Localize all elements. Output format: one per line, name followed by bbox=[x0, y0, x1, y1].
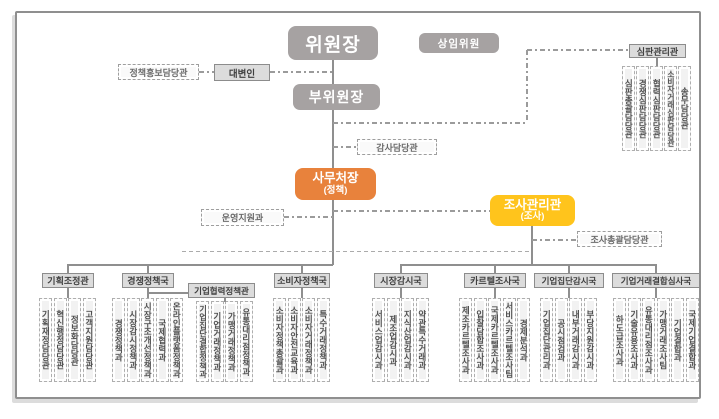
division-box: 제조카르텔조사과 bbox=[459, 298, 472, 382]
connector-dashed-line bbox=[527, 49, 629, 51]
division-box: 국제기업결합과 bbox=[685, 298, 699, 382]
connector-line bbox=[494, 264, 496, 274]
division-box: 가맹거래정책과 bbox=[225, 301, 238, 382]
standing-commissioner-box: 상임위원 bbox=[419, 33, 499, 53]
division-box: 기업결합과 bbox=[671, 298, 684, 382]
connector-line bbox=[494, 288, 496, 298]
connector-line bbox=[655, 264, 657, 274]
connector-dashed-line bbox=[284, 216, 333, 218]
division-box: 소비자거래심판담당관 bbox=[664, 66, 677, 151]
audit-officer-box: 감사담당관 bbox=[357, 139, 437, 155]
connector-line bbox=[332, 110, 334, 168]
division-box: 경제분석과 bbox=[517, 298, 530, 382]
vice-chairman-box: 부위원장 bbox=[293, 84, 380, 110]
investigation-manager-title: 조사관리관 bbox=[503, 197, 562, 212]
bureau-header-box: 기업거래결합심사국 bbox=[612, 273, 700, 288]
connector-line bbox=[147, 288, 149, 293]
connector-line bbox=[68, 264, 333, 266]
connector-line bbox=[301, 288, 303, 298]
division-box: 입찰담합조사과 bbox=[473, 298, 487, 382]
spokesperson-box: 대변인 bbox=[214, 64, 270, 81]
division-box: 기업거래정책과 bbox=[210, 301, 224, 382]
connector-dashed-line bbox=[333, 210, 490, 212]
division-box: 특수거래정책과 bbox=[316, 298, 330, 382]
division-box: 기업집단결합정책과 bbox=[196, 301, 209, 382]
policy-pr-officer-box: 정책홍보담당관 bbox=[118, 64, 199, 80]
division-box: 온라인플랫폼정책과 bbox=[170, 298, 183, 382]
connector-dashed-line bbox=[270, 71, 334, 73]
connector-dashed-line bbox=[333, 146, 357, 148]
bureau-header-box: 경쟁정책국 bbox=[122, 273, 174, 288]
division-box: 기획재정담당관 bbox=[39, 298, 52, 382]
connector-line bbox=[332, 200, 334, 265]
connector-dashed-line bbox=[333, 122, 527, 124]
division-box: 국제협력과 bbox=[155, 298, 169, 382]
division-box: 소비자안전교육과 bbox=[287, 298, 301, 382]
bureau-header-box: 기획조정관 bbox=[42, 273, 94, 288]
connector-line bbox=[224, 297, 226, 302]
connector-dashed-line bbox=[182, 251, 532, 253]
connector-line bbox=[148, 292, 188, 294]
division-box: 지식산업감시과 bbox=[401, 298, 414, 382]
division-box: 혁신행정담당관 bbox=[53, 298, 67, 382]
investigation-manager-sub: (조사) bbox=[520, 211, 545, 223]
division-box: 제조업감시과 bbox=[386, 298, 400, 382]
division-box: 소비자정책총괄과 bbox=[273, 298, 286, 382]
division-box: 송무담당관 bbox=[678, 66, 691, 151]
division-box: 부당지원감시과 bbox=[583, 298, 597, 382]
operation-support-box: 운영지원과 bbox=[201, 209, 284, 226]
division-box: 정보화담당관 bbox=[68, 298, 81, 382]
division-box: 경쟁정책과 bbox=[112, 298, 125, 382]
connector-dashed-line bbox=[526, 50, 528, 123]
tribunal-manager-box: 심판관리관 bbox=[629, 44, 686, 58]
connector-line bbox=[656, 58, 658, 66]
division-box: 고객지원담당관 bbox=[82, 298, 96, 382]
division-box: 기업집단관리과 bbox=[540, 298, 553, 382]
division-box: 서비스업감시과 bbox=[372, 298, 385, 382]
connector-line bbox=[568, 288, 570, 298]
bureau-header-box: 소비자정책국 bbox=[274, 273, 330, 288]
connector-line bbox=[568, 264, 570, 274]
secretary-general-box: 사무처장 (정책) bbox=[295, 168, 376, 200]
division-box: 하도급조사과 bbox=[613, 298, 626, 382]
division-box: 유통대리점조사과 bbox=[642, 298, 655, 382]
connector-line bbox=[400, 288, 402, 298]
division-box: 심판총괄담당관 bbox=[622, 66, 635, 151]
division-box: 내부거래감시과 bbox=[569, 298, 582, 382]
secretary-general-title: 사무처장 bbox=[312, 171, 359, 186]
investigation-general-officer-box: 조사총괄담당관 bbox=[577, 231, 662, 247]
division-box: 소비자거래정책과 bbox=[302, 298, 315, 382]
bureau-header-box: 기업협력정책관 bbox=[188, 283, 255, 298]
connector-line bbox=[401, 264, 657, 266]
connector-line bbox=[67, 264, 69, 274]
connector-line bbox=[147, 264, 149, 274]
connector-line bbox=[400, 264, 402, 274]
connector-line bbox=[67, 288, 69, 298]
connector-dashed-line bbox=[199, 71, 214, 73]
division-box: 시장구조개선정책과 bbox=[141, 298, 154, 382]
division-box: 협력심판담당관 bbox=[650, 66, 663, 151]
bureau-header-box: 시장감시국 bbox=[374, 273, 428, 288]
division-box: 공시점검과 bbox=[554, 298, 568, 382]
connector-line bbox=[301, 264, 303, 274]
division-box: 서비스카르텔조사팀 bbox=[502, 298, 516, 382]
division-box: 약관특수거래과 bbox=[415, 298, 429, 382]
division-box: 시장감시정책과 bbox=[126, 298, 140, 382]
division-box: 유통대리점정책과 bbox=[239, 301, 253, 382]
investigation-manager-box: 조사관리관 (조사) bbox=[490, 195, 575, 226]
division-box: 국제카르텔조사과 bbox=[488, 298, 501, 382]
connector-line bbox=[655, 288, 657, 298]
connector-line bbox=[147, 292, 149, 298]
secretary-general-sub: (정책) bbox=[323, 184, 348, 196]
chart-frame: 위원장 상임위원 부위원장 정책홍보담당관 대변인 감사담당관 사무처장 (정책… bbox=[15, 11, 701, 399]
division-box: 가맹거래조사팀 bbox=[656, 298, 670, 382]
connector-dashed-line bbox=[532, 239, 577, 241]
bureau-header-box: 카르텔조사국 bbox=[464, 273, 526, 288]
division-box: 경쟁심판담당관 bbox=[636, 66, 649, 151]
connector-line bbox=[531, 226, 533, 265]
chairman-box: 위원장 bbox=[288, 26, 378, 60]
division-box: 기술유용조사과 bbox=[627, 298, 641, 382]
bureau-header-box: 기업집단감시국 bbox=[534, 273, 604, 288]
